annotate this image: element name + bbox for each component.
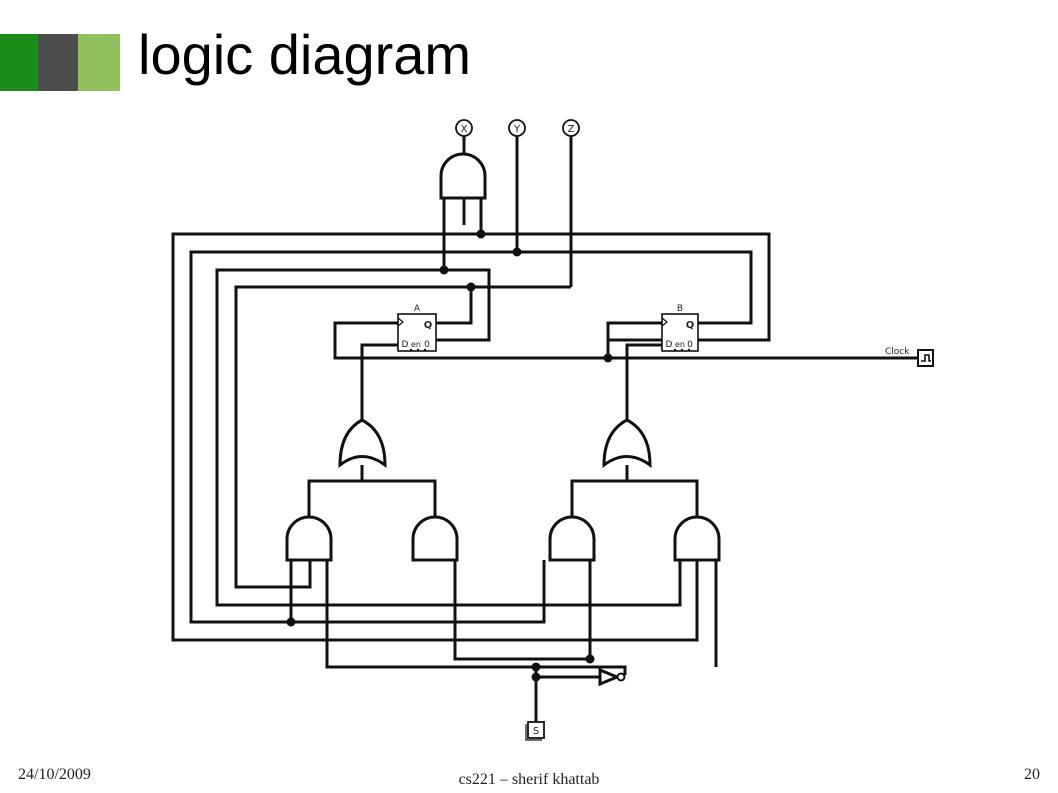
wires <box>171 136 918 722</box>
ff-a-en-label: en <box>411 340 421 349</box>
input-label-z: Z <box>568 124 575 135</box>
clock-label: Clock <box>885 347 910 357</box>
page-number: 20 <box>1024 766 1040 783</box>
and-gate-b2 <box>673 515 721 562</box>
accent-bar-dark-green <box>0 34 38 91</box>
and-gate-b1 <box>548 515 596 562</box>
accent-bar-light-green <box>78 34 120 91</box>
select-label: S <box>533 726 539 737</box>
select-input-pin: S <box>525 721 545 741</box>
or-gate-b <box>602 418 652 468</box>
ff-a-d-label: D <box>402 340 409 350</box>
ff-b-zero-label: 0 <box>687 340 693 350</box>
input-pin-y: Y <box>508 119 526 137</box>
and-gate-top <box>439 152 487 200</box>
ff-a-q-label: Q <box>424 320 433 331</box>
ff-b-name: B <box>677 304 683 314</box>
flip-flop-b: B Q D en 0 <box>661 304 699 352</box>
ff-b-en-label: en <box>675 340 685 349</box>
and-gate-a2 <box>411 515 459 562</box>
ff-a-name: A <box>414 304 421 314</box>
footer-date: 24/10/2009 <box>18 766 91 783</box>
input-pin-x: X <box>455 119 473 137</box>
or-gate-a <box>338 418 387 469</box>
accent-bar-gray <box>38 34 78 91</box>
footer-author: cs221 – sherif khattab <box>458 771 600 788</box>
input-label-y: Y <box>513 124 521 135</box>
clock-source: Clock <box>885 347 934 367</box>
slide-title: logic diagram <box>138 23 472 86</box>
ff-a-zero-label: 0 <box>424 340 430 350</box>
flip-flop-a: A Q D en 0 <box>397 304 437 352</box>
input-label-x: X <box>461 124 468 135</box>
junction-dots <box>286 229 613 682</box>
input-pin-z: Z <box>562 119 580 137</box>
and-gate-a1 <box>285 515 333 562</box>
ff-b-q-label: Q <box>686 320 695 331</box>
ff-b-d-label: D <box>666 340 673 350</box>
not-gate <box>598 667 626 687</box>
